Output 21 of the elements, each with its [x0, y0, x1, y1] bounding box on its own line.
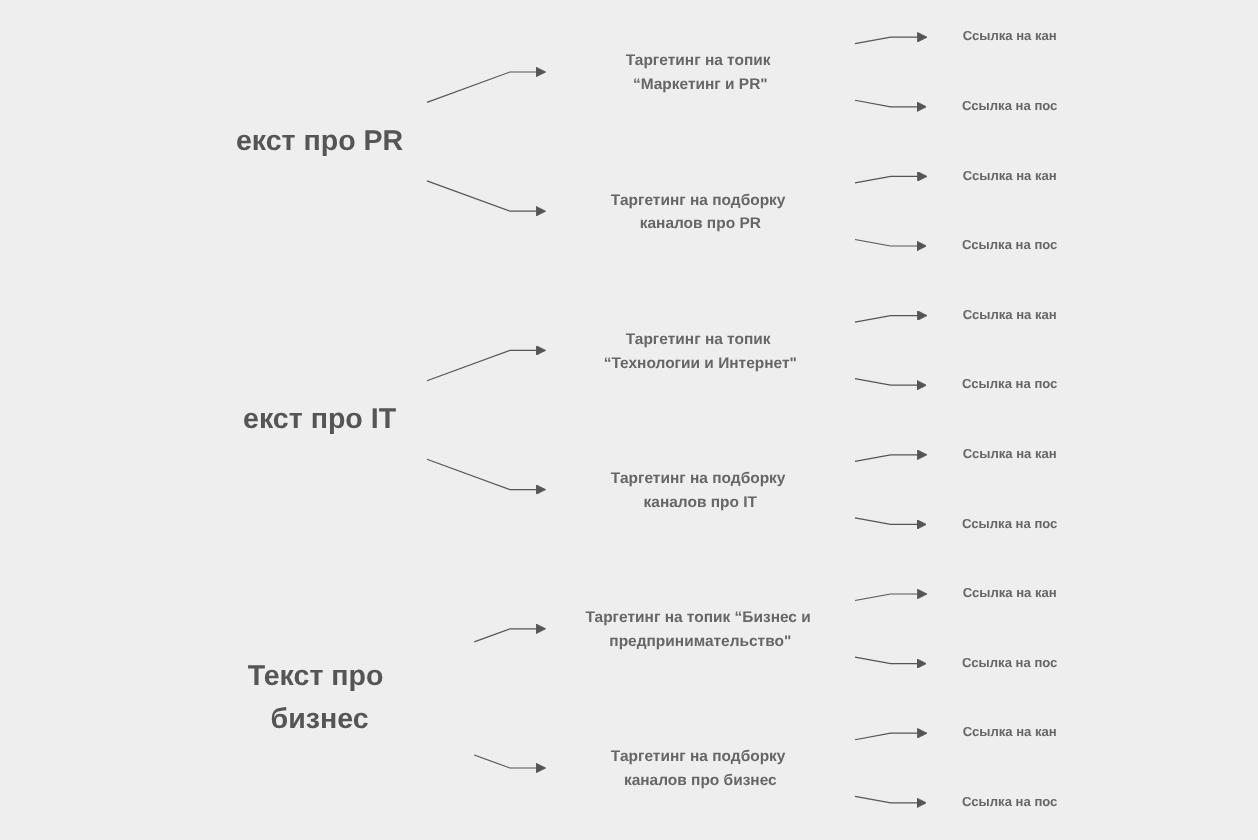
- arrow: [854, 795, 927, 809]
- arrow: [473, 754, 547, 774]
- arrow: [854, 31, 928, 45]
- arrow: [854, 310, 928, 323]
- arrow: [426, 458, 547, 495]
- arrow: [854, 238, 927, 252]
- arrow: [854, 99, 927, 112]
- arrow: [426, 66, 547, 103]
- arrow: [854, 728, 928, 741]
- node-text: екст про PR: [235, 124, 404, 158]
- arrow: [854, 449, 928, 462]
- node-text: Текст про бизнес: [247, 660, 384, 736]
- arrow: [854, 588, 928, 602]
- arrow: [426, 180, 547, 217]
- node-text: екст про IT: [243, 403, 397, 436]
- arrow: [473, 623, 547, 643]
- arrow: [426, 345, 547, 382]
- arrow: [854, 656, 927, 669]
- arrow: [854, 171, 928, 184]
- arrow: [854, 378, 927, 391]
- arrow: [854, 517, 927, 530]
